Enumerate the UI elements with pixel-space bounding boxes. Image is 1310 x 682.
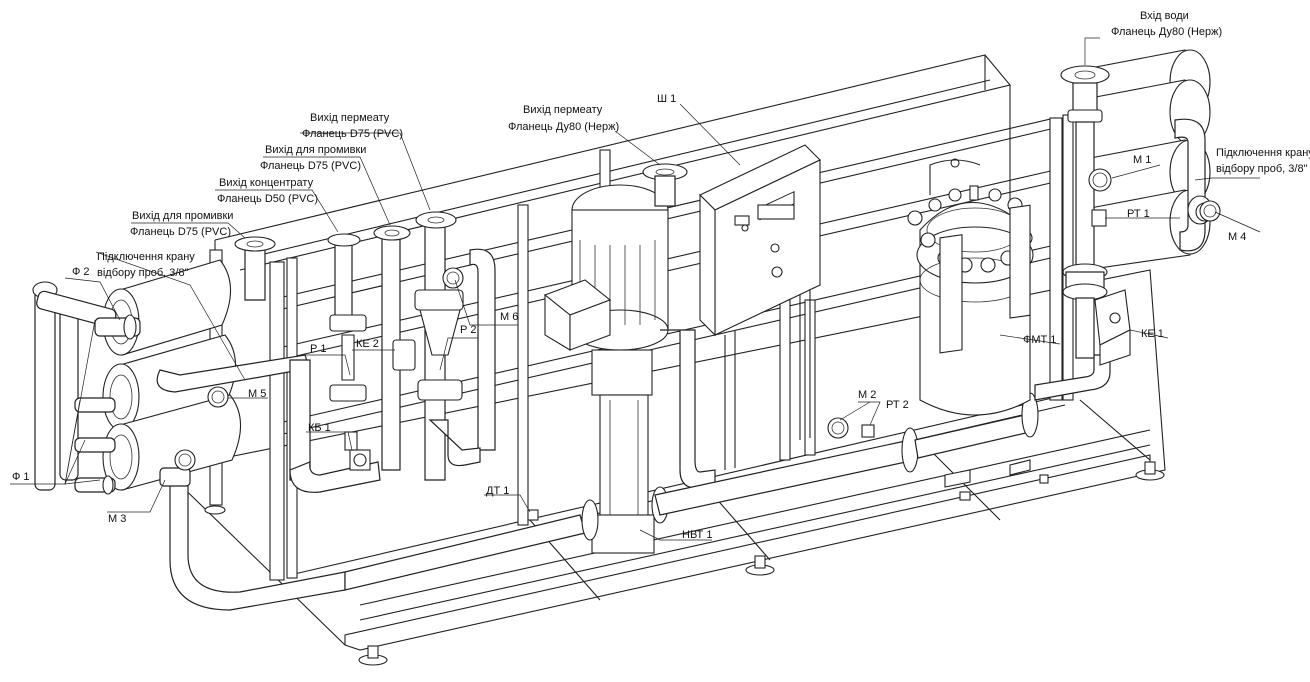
label-perm-out-steel: Вихід пермеату bbox=[523, 104, 603, 116]
label-water-in: Вхід води bbox=[1140, 10, 1189, 22]
label-water-in-flange: Фланець Ду80 (Нерж) bbox=[1111, 26, 1222, 38]
label-dt1: ДТ 1 bbox=[486, 485, 509, 497]
membrane-vessels-right bbox=[1079, 49, 1211, 271]
label-sampling-right-1: Підключення крану bbox=[1216, 147, 1310, 159]
label-m2: М 2 bbox=[858, 389, 876, 401]
label-flush-out-1-flange: Фланець D75 (PVC) bbox=[260, 160, 361, 172]
permeate-steel-outlet bbox=[642, 163, 716, 489]
label-m6: М 6 bbox=[500, 311, 518, 323]
label-perm-out-pvc-flange: Фланець D75 (PVC) bbox=[302, 128, 403, 140]
label-kb1: КБ 1 bbox=[308, 422, 331, 434]
gauge-m5 bbox=[207, 386, 229, 408]
ball-valve-kb1 bbox=[344, 431, 371, 471]
gauge-m6 bbox=[442, 267, 464, 289]
label-perm-out-pvc: Вихід пермеату bbox=[310, 112, 390, 124]
leader-lines bbox=[10, 37, 1261, 541]
water-inlet-pipe bbox=[1060, 65, 1131, 366]
label-flush-out-2-flange: Фланець D75 (PVC) bbox=[130, 226, 231, 238]
label-ke2: КЕ 2 bbox=[356, 338, 379, 350]
label-m1: М 1 bbox=[1133, 154, 1151, 166]
gauge-m3 bbox=[174, 449, 196, 471]
bottom-loop-pipe bbox=[159, 467, 586, 611]
label-concentrate-out: Вихід концентрату bbox=[219, 177, 314, 189]
control-cabinet bbox=[699, 144, 821, 470]
label-m4: М 4 bbox=[1228, 231, 1246, 243]
label-flush-out-1: Вихід для промивки bbox=[265, 144, 366, 156]
label-perm-out-steel-flange: Фланець Ду80 (Нерж) bbox=[508, 121, 619, 133]
label-rt1: РТ 1 bbox=[1127, 208, 1150, 220]
label-flush-out-2: Вихід для промивки bbox=[132, 210, 233, 222]
label-f2: Ф 2 bbox=[72, 266, 90, 278]
label-rt2: РТ 2 bbox=[886, 399, 909, 411]
annotation-labels: Вхід води Фланець Ду80 (Нерж) Підключенн… bbox=[12, 10, 1310, 541]
gauge-m1 bbox=[1088, 168, 1112, 192]
label-sampling-right-2: відбору проб, 3/8" bbox=[1216, 163, 1308, 175]
label-concentrate-out-flange: Фланець D50 (PVC) bbox=[217, 193, 318, 205]
label-nvt1: НВТ 1 bbox=[682, 529, 712, 541]
label-f1: Ф 1 bbox=[12, 471, 30, 483]
sensor-rt2 bbox=[861, 424, 875, 438]
label-m3: М 3 bbox=[108, 513, 126, 525]
gauge-m2 bbox=[827, 417, 849, 439]
label-p2: Р 2 bbox=[460, 324, 477, 336]
gauge-m4 bbox=[1199, 200, 1221, 222]
membrane-vessels-left bbox=[102, 259, 242, 491]
label-ke1: КЕ 1 bbox=[1141, 328, 1164, 340]
label-p1: Р 1 bbox=[310, 343, 327, 355]
label-m5: М 5 bbox=[248, 388, 266, 400]
label-sampling-left-1: Підключення крану bbox=[97, 251, 195, 263]
left-manifold bbox=[32, 281, 141, 495]
label-sampling-left-2: відбору проб, 3/8" bbox=[97, 267, 189, 279]
main-feed-pipe bbox=[654, 354, 1111, 516]
label-sh1: Ш 1 bbox=[657, 93, 676, 105]
cartridge-filter-housing bbox=[907, 158, 1049, 501]
pressure-gauges bbox=[174, 168, 1221, 471]
label-fmt1: ФМТ 1 bbox=[1023, 334, 1056, 346]
sensor-dt1 bbox=[527, 509, 539, 521]
high-pressure-pump bbox=[543, 184, 669, 554]
